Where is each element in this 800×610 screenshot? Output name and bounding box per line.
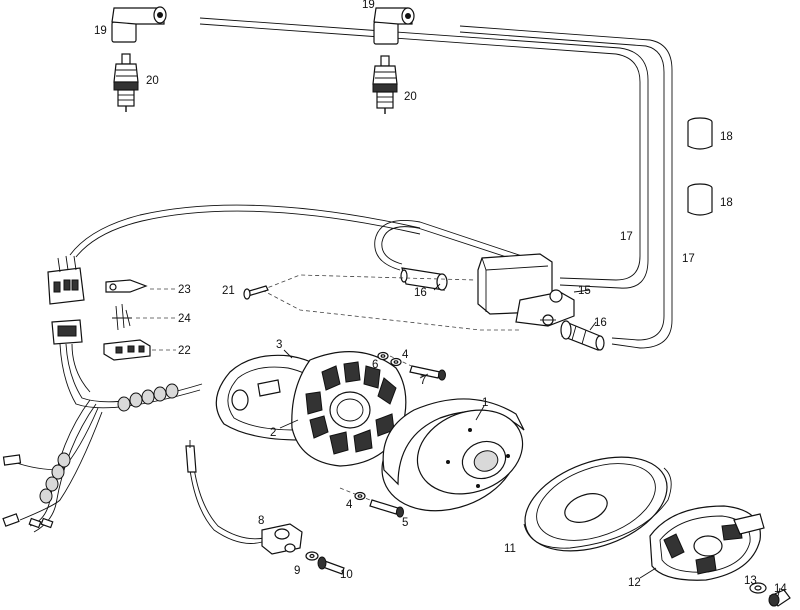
callout-1: 1 [482, 397, 488, 409]
trigger-coil-8 [261, 523, 303, 555]
callout-7: 7 [420, 375, 426, 387]
callout-22: 22 [178, 345, 191, 357]
harness-top-wire [69, 204, 421, 258]
callout-21: 21 [222, 285, 235, 297]
spark-plug-cap-right [373, 7, 415, 45]
clip-24 [112, 303, 132, 331]
callout-17-outer: 17 [682, 253, 695, 265]
callout-20-left: 20 [146, 75, 159, 87]
stator-dash-upper [389, 355, 421, 371]
wire-boot-left [400, 267, 448, 291]
callout-3: 3 [276, 339, 282, 351]
callout-15: 15 [578, 285, 591, 297]
callout-18-lower: 18 [720, 197, 733, 209]
wire-boot-right [560, 320, 605, 351]
terminal-23 [105, 279, 148, 293]
callout-10: 10 [340, 569, 353, 581]
screw-7 [409, 365, 446, 381]
callout-19-right: 19 [362, 0, 375, 11]
callout-16-right: 16 [594, 317, 607, 329]
harness-connector-lower [51, 319, 83, 345]
trigger-wire [185, 440, 265, 544]
spark-plug-right [372, 55, 398, 114]
starter-pulley-12 [649, 505, 765, 581]
washer-9 [305, 551, 319, 561]
callout-4-upper: 4 [402, 349, 409, 361]
high-tension-wire-right [459, 25, 673, 349]
callout-9: 9 [294, 565, 300, 577]
washer-4-upper [390, 357, 402, 367]
callout-11: 11 [504, 543, 516, 555]
coil-dashed-outline [261, 274, 520, 331]
screw-5 [369, 499, 404, 518]
callout-labels: 1 2 3 4 4 5 6 7 8 9 10 11 12 13 14 15 16… [94, 0, 787, 595]
washer-6 [377, 351, 389, 361]
sleeve-lower [687, 183, 713, 216]
callout-6: 6 [372, 359, 378, 371]
callout-2: 2 [270, 427, 276, 439]
callout-8: 8 [258, 515, 264, 527]
callout-20-right: 20 [404, 91, 417, 103]
callout-19-left: 19 [94, 25, 107, 37]
washer-13 [749, 582, 767, 594]
starter-cup-11 [523, 456, 672, 552]
coil-loop-wire [374, 220, 541, 271]
ignition-coil [477, 253, 575, 327]
screw-10 [317, 556, 345, 575]
stator-dash-lower [339, 487, 371, 501]
washer-4-lower [354, 491, 366, 501]
leader-lines [279, 283, 781, 597]
callout-13: 13 [744, 575, 757, 587]
callout-12: 12 [628, 577, 641, 589]
harness-connector-upper [47, 255, 85, 305]
callout-17-inner: 17 [620, 231, 633, 243]
wiring-harness [2, 343, 203, 533]
sleeve-upper [687, 117, 713, 150]
callout-23: 23 [178, 284, 191, 296]
callout-24: 24 [178, 313, 191, 325]
screw-21 [243, 285, 269, 300]
stator-2 [291, 351, 407, 467]
spark-plug-left [113, 53, 139, 112]
high-tension-wire-left [199, 17, 649, 289]
callout-16-left: 16 [414, 287, 427, 299]
callout-18-upper: 18 [720, 131, 733, 143]
callout-5: 5 [402, 517, 408, 529]
connector-22 [103, 339, 151, 361]
callout-14: 14 [774, 583, 787, 595]
flywheel-1 [381, 398, 525, 512]
callout-4-lower: 4 [346, 499, 353, 511]
spark-plug-cap-left [111, 6, 167, 43]
